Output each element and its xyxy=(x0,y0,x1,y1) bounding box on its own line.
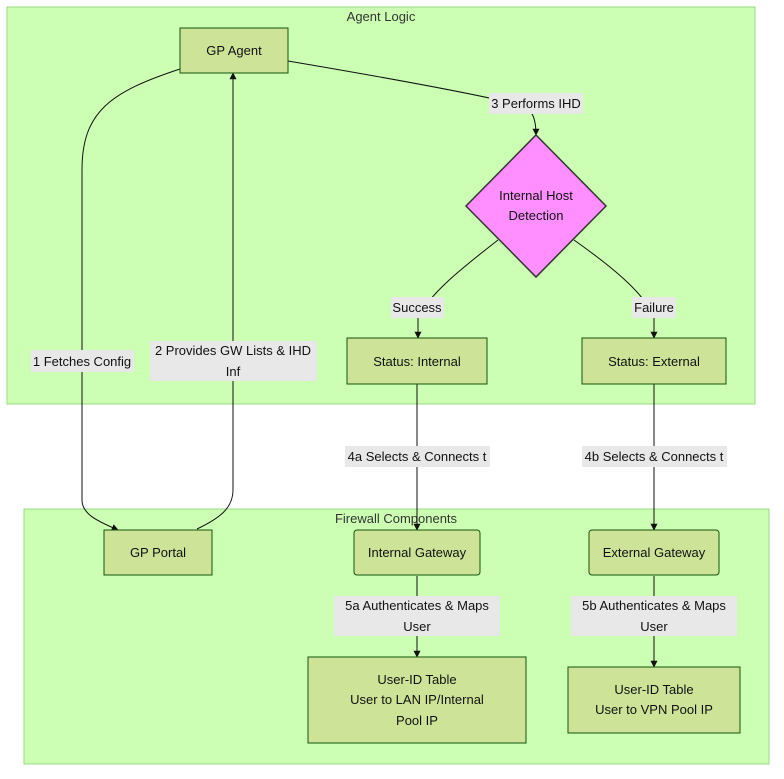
edge-label-performs-ihd: 3 Performs IHD xyxy=(489,93,583,114)
node-external-gateway[interactable]: External Gateway xyxy=(588,529,720,576)
node-internal-gateway-label: Internal Gateway xyxy=(368,545,467,560)
node-status-external[interactable]: Status: External xyxy=(581,337,727,385)
edge-label-authenticates-external: 5b Authenticates & Maps User xyxy=(571,596,737,636)
node-userid-internal-line2: User to LAN IP/Internal xyxy=(350,692,484,707)
node-status-internal-label: Status: Internal xyxy=(373,354,461,369)
edge-label-success: Success xyxy=(391,297,444,318)
edge-label-provides-gw-lists-line2: Inf xyxy=(226,364,241,379)
edge-label-selects-internal-text: 4a Selects & Connects t xyxy=(348,449,487,464)
edge-label-authenticates-external-line2: User xyxy=(640,619,668,634)
edge-provides-gw-lists xyxy=(196,72,237,530)
node-status-internal[interactable]: Status: Internal xyxy=(346,337,488,385)
edge-label-success-text: Success xyxy=(392,300,442,315)
edge-label-fetches-config: 1 Fetches Config xyxy=(31,350,134,372)
node-gp-portal[interactable]: GP Portal xyxy=(103,529,213,576)
edge-label-authenticates-internal-line1: 5a Authenticates & Maps xyxy=(345,598,489,613)
edge-label-failure-text: Failure xyxy=(634,300,674,315)
edge-label-failure: Failure xyxy=(632,297,676,318)
node-gp-agent[interactable]: GP Agent xyxy=(179,27,289,74)
node-userid-external-line2: User to VPN Pool IP xyxy=(595,702,713,717)
node-external-gateway-label: External Gateway xyxy=(603,545,706,560)
edge-label-performs-ihd-text: 3 Performs IHD xyxy=(491,96,581,111)
edge-label-authenticates-internal-line2: User xyxy=(403,619,431,634)
edge-label-provides-gw-lists-line1: 2 Provides GW Lists & IHD xyxy=(155,343,311,358)
node-userid-internal-line3: Pool IP xyxy=(396,713,438,728)
node-userid-internal-line1: User-ID Table xyxy=(377,672,456,687)
node-ihd-label-line2: Detection xyxy=(509,208,564,223)
node-gp-agent-label: GP Agent xyxy=(206,43,262,58)
edge-label-selects-internal: 4a Selects & Connects t xyxy=(345,446,490,467)
cluster-agent-logic-title: Agent Logic xyxy=(347,9,416,24)
node-internal-host-detection[interactable]: Internal Host Detection xyxy=(464,133,608,279)
node-userid-table-internal[interactable]: User-ID Table User to LAN IP/Internal Po… xyxy=(307,656,527,744)
node-userid-external-line1: User-ID Table xyxy=(614,682,693,697)
edge-fetches-config xyxy=(81,68,181,531)
edge-label-fetches-config-text: 1 Fetches Config xyxy=(33,354,131,369)
edge-label-authenticates-internal: 5a Authenticates & Maps User xyxy=(334,596,500,636)
node-internal-gateway[interactable]: Internal Gateway xyxy=(353,529,481,576)
node-status-external-label: Status: External xyxy=(608,354,700,369)
node-gp-portal-label: GP Portal xyxy=(130,545,186,560)
edge-label-selects-external: 4b Selects & Connects t xyxy=(582,446,727,467)
node-ihd-label-line1: Internal Host xyxy=(499,188,573,203)
edge-label-provides-gw-lists: 2 Provides GW Lists & IHD Inf xyxy=(150,341,317,381)
edge-label-selects-external-text: 4b Selects & Connects t xyxy=(585,449,724,464)
node-userid-table-external[interactable]: User-ID Table User to VPN Pool IP xyxy=(567,666,741,734)
cluster-firewall-components-title: Firewall Components xyxy=(335,511,458,526)
edge-label-authenticates-external-line1: 5b Authenticates & Maps xyxy=(582,598,726,613)
